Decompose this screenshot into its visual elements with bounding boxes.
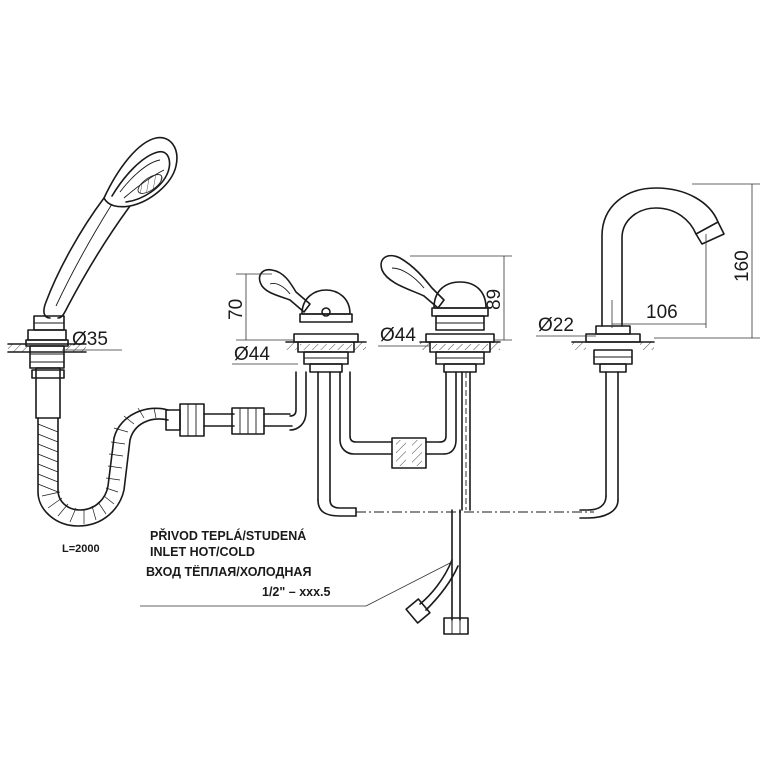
dim-mixer-left-diameter: Ø44 bbox=[234, 344, 270, 365]
dim-mixer-right-height: 89 bbox=[484, 289, 505, 310]
mixer-right bbox=[380, 254, 501, 635]
hose-coil bbox=[37, 407, 169, 527]
bridge-union bbox=[391, 437, 445, 469]
inlet-note-cz: PŘIVOD TEPLÁ/STUDENÁ bbox=[150, 528, 306, 543]
inlet-note-ru: ВХОД ТЁПЛАЯ/ХОЛОДНАЯ bbox=[146, 564, 311, 579]
hand-shower bbox=[7, 136, 293, 527]
dim-spout-diameter: Ø22 bbox=[538, 315, 574, 336]
dim-mixer-left-height: 70 bbox=[226, 299, 247, 320]
spout bbox=[571, 187, 725, 519]
hose-length-label: L=2000 bbox=[62, 543, 100, 555]
dim-hand-shower-diameter: Ø35 bbox=[72, 329, 108, 350]
shower-head bbox=[103, 136, 178, 208]
dim-mixer-right-diameter: Ø44 bbox=[380, 325, 416, 346]
mixer-left bbox=[258, 268, 393, 517]
dim-spout-reach: 106 bbox=[646, 302, 678, 323]
inlet-note-en: INLET HOT/COLD bbox=[150, 545, 255, 559]
dimension-lines bbox=[62, 183, 760, 607]
inlet-note-thread: 1/2" – xxx.5 bbox=[262, 585, 331, 599]
inlet-note: PŘIVOD TEPLÁ/STUDENÁ INLET HOT/COLD ВХОД… bbox=[146, 528, 331, 599]
dim-spout-height: 160 bbox=[732, 250, 753, 282]
